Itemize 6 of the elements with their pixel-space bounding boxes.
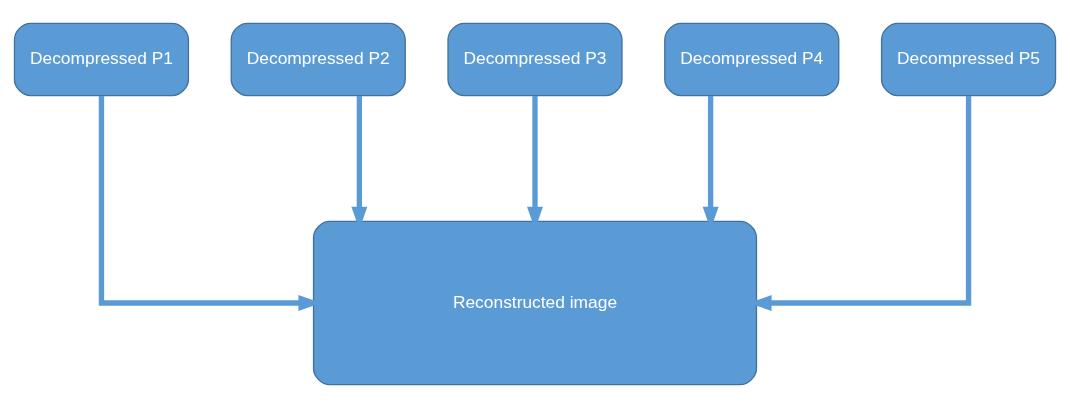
node-box: Reconstructed image <box>312 220 758 386</box>
node-box: Decompressed P4 <box>664 22 840 97</box>
node-box: Decompressed P3 <box>447 22 623 97</box>
node-box: Decompressed P1 <box>13 22 190 97</box>
node-box: Decompressed P2 <box>230 22 406 97</box>
node-box: Decompressed P5 <box>880 22 1057 97</box>
